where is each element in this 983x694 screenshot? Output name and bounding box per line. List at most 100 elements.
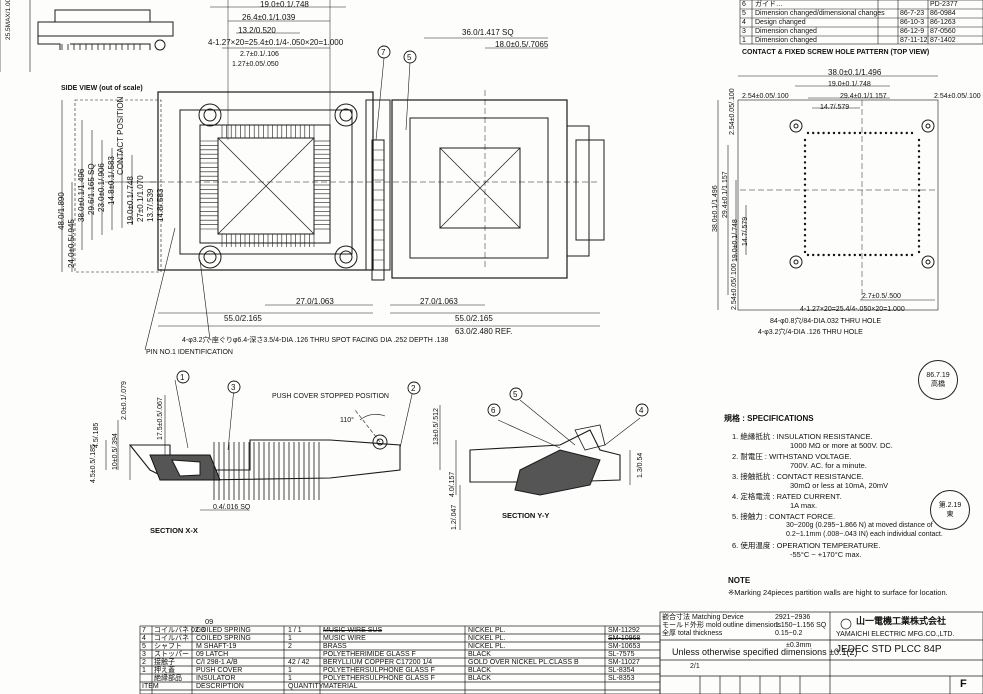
bom-cell-fin: BLACK	[468, 667, 491, 674]
cp-n1: 2.7±0.5/.500	[862, 293, 901, 300]
cp-h5: 2.54±0.05/.100	[742, 93, 789, 100]
bom-cell-item: 7	[142, 627, 146, 634]
dim-13-7: 13.7/.539	[146, 188, 155, 222]
item-balloons	[176, 45, 649, 417]
stamp-date: 第.2.19	[938, 502, 962, 509]
cp-v4: 14.7/.579	[742, 216, 749, 246]
section-yy-drawing	[459, 399, 641, 530]
rev-row-mark: 5	[742, 10, 746, 17]
dim-23: 23.0±0.1/.906	[97, 163, 106, 212]
tb-tol: ±0.3mm	[786, 642, 812, 649]
hole-pattern-drawing	[717, 75, 939, 311]
sec-dim-5: 4.5±0.5/.185	[90, 444, 97, 483]
dim-14-8: 14.8±0.1/.583	[107, 156, 116, 205]
spec-line: 1000 MΩ or more at 500V. DC.	[790, 441, 893, 450]
rev-row-desc: Dimension changed	[755, 28, 817, 35]
dim-19-748: 19.0±0.1/.748	[260, 0, 309, 9]
bom-cell-code: SM-11292	[608, 627, 640, 634]
bom-cell-qty: 1 / 1	[288, 627, 302, 634]
rev-date: 86-10-3	[900, 19, 925, 26]
dim-27-left: 27.0/1.063	[296, 297, 334, 306]
tb-sheet: F	[960, 678, 967, 690]
spec-line: 30~200g (0.295~1.866 N) at moved distanc…	[786, 522, 933, 529]
bom-cell-name: 絶縁部品	[154, 675, 182, 682]
rev-row-desc: ガイド…	[755, 1, 783, 8]
tb-tolerance-note: Unless otherwise specified dimensions ±0…	[672, 647, 858, 657]
bom-cell-code: SL-8353	[608, 675, 635, 682]
bom-cell-code: SL-8354	[608, 667, 635, 674]
bom-cell-name: コイルバネ	[154, 635, 189, 642]
bom-cell-name: ストッパー	[154, 651, 189, 658]
top-view-drawing	[61, 0, 605, 351]
balloon-1: 1	[180, 373, 185, 382]
spec-line: 700V. AC. for a minute.	[790, 461, 867, 470]
bom-cell-mat: POLYETHERSULPHONE GLASS F	[323, 675, 435, 682]
bom-cell-item: 2	[142, 659, 146, 666]
tb-v3: 0.15~0.2	[775, 630, 803, 637]
rev-row-mark: 4	[742, 19, 746, 26]
spec-line: 5. 接触力 : CONTACT FORCE.	[732, 512, 836, 521]
spec-line: 3. 接触抵抗 : CONTACT RESISTANCE.	[732, 472, 864, 481]
rev-row-mark: 1	[742, 37, 746, 44]
tb-company-jp: 山一電機工業株式会社	[856, 616, 947, 626]
contact-position-label: CONTACT POSITION	[116, 96, 125, 175]
spec-line: -55°C ~ +170°C max.	[790, 550, 862, 559]
bom-cell-mat: POLYETHERSULPHONE GLASS F	[323, 667, 435, 674]
section-xx-label: SECTION X-X	[150, 526, 198, 535]
cp-h3: 29.4±0.1/1.157	[840, 93, 887, 100]
dim-36-sq: 36.0/1.417 SQ	[462, 28, 514, 37]
dim-14-8b: 14.8/.583	[156, 188, 165, 222]
cp-v2: 29.4±0.1/1.157	[722, 171, 729, 218]
sec-dim-1: 2.0±0.1/.079	[121, 381, 128, 420]
dim-26-4: 26.4±0.1/1.039	[242, 13, 296, 22]
spec-line: 0.2~1.1mm (.008~.043 IN) each individual…	[786, 531, 943, 538]
rev-row-desc: Design changed	[755, 19, 806, 26]
dim-55-right: 55.0/2.165	[455, 314, 493, 323]
rev-num: 86-0984	[930, 10, 956, 17]
bom-cell-desc: 09 LATCH	[196, 651, 229, 658]
rev-num: PD-2377	[930, 1, 958, 8]
bom-cell-name: コイルバネ 02-3	[154, 627, 205, 634]
balloon-7: 7	[381, 48, 386, 57]
tb-total-thickness: 全厚 total thickness	[662, 630, 723, 637]
side-view-drawing	[0, 0, 174, 72]
dim-29-6: 29.6/1.165 SQ	[87, 163, 96, 215]
bom-cell-fin: NICKEL PL.	[468, 627, 506, 634]
dim-18: 18.0±0.5/.7065	[495, 40, 549, 49]
dim-55-left: 55.0/2.165	[224, 314, 262, 323]
rev-row-desc: Dimension changed	[755, 37, 817, 44]
dim-63-ref: 63.0/2.480 REF.	[455, 327, 513, 336]
rev-num: 87-0560	[930, 28, 956, 35]
tb-v2: 1.150~1.156 SQ	[775, 622, 827, 629]
bom-cell-mat: MATERIAL	[323, 683, 358, 690]
spec-line: 6. 使用温度 : OPERATION TEMPERATURE.	[732, 541, 881, 550]
dim-27-right: 27.0/1.063	[420, 297, 458, 306]
sec-dim-8: 4.0/.157	[449, 471, 456, 497]
note-text: ※Marking 24pieces partition walls are hi…	[728, 588, 948, 597]
bom-cell-fin: NICKEL PL.	[468, 635, 506, 642]
rev-date: 86-12-9	[900, 28, 925, 35]
side-view-height-dim: 25.5MAX/1.004MAX	[5, 0, 12, 40]
spec-line: 1. 絶縁抵抗 : INSULATION RESISTANCE.	[732, 432, 873, 441]
spec-line: 1A max.	[790, 501, 818, 510]
bom-cell-fin: BLACK	[468, 675, 491, 682]
bom-cell-desc: PUSH COVER	[196, 667, 243, 674]
balloon-5-top: 5	[407, 53, 412, 62]
stamp-date: 86.7.19	[926, 372, 950, 379]
bom-cell-item: 1	[142, 667, 146, 674]
bom-cell-qty: 1	[288, 635, 292, 642]
bom-cell-qty: 42 / 42	[288, 659, 310, 666]
cp-v6: 2.54±0.05/.100	[731, 263, 738, 310]
sec-dim-10: 1.3/0.54	[637, 452, 644, 478]
tb-matching-device: 嵌合寸法 Matching Device	[662, 614, 744, 621]
revision-table-lines	[739, 0, 983, 45]
sec-dim-2: 17.5±0.5/.067	[157, 397, 164, 440]
bom-cell-mat: MUSIC WIRE	[323, 635, 366, 642]
dim-27: 27±0.1/1.070	[136, 175, 145, 222]
title-block-lines	[659, 611, 983, 694]
dim-pitch-row: 4-1.27×20=25.4±0.1/4-.050×20=1.000	[208, 38, 344, 47]
sec-dim-7: 13±0.5/.512	[433, 408, 440, 445]
rev-date: 86-7-23	[900, 10, 925, 17]
cp-h4: 14.7/.579	[820, 104, 850, 111]
